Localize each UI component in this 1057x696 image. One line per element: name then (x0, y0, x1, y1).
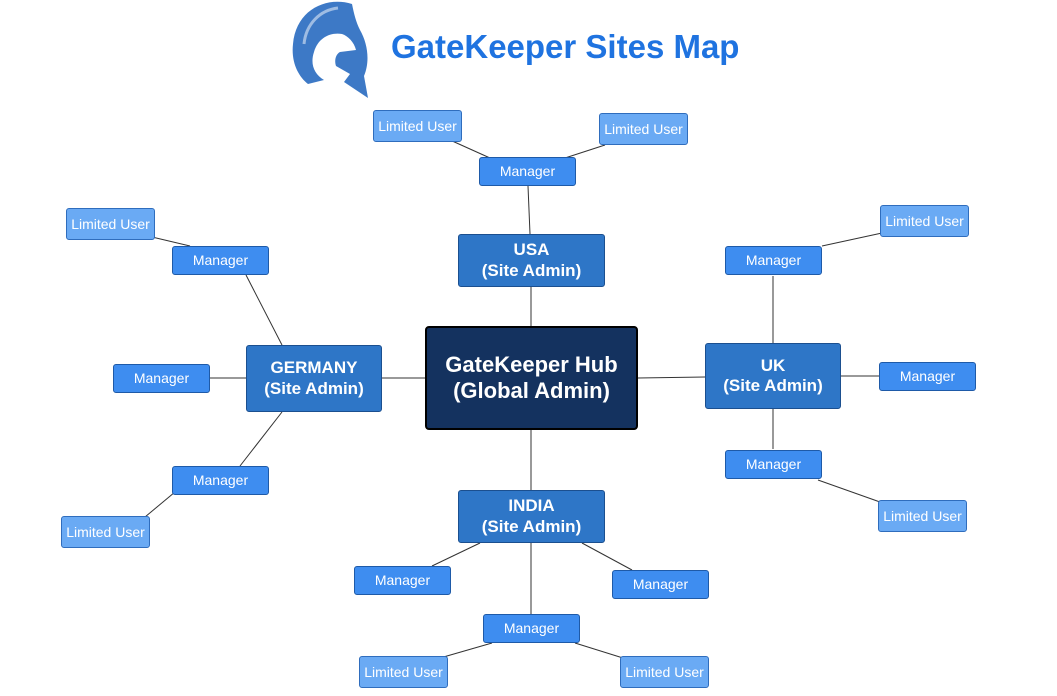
limited-user-node-germany-3[interactable]: Limited User (61, 516, 150, 548)
link-germany-manager3-lu (144, 491, 176, 518)
limited-user-node-uk-3[interactable]: Limited User (878, 500, 967, 532)
manager-node-usa[interactable]: Manager (479, 157, 576, 186)
link-uk-manager3-lu (817, 479, 881, 503)
manager-node-uk-1[interactable]: Manager (725, 246, 822, 275)
site-node-india[interactable]: INDIA (Site Admin) (458, 490, 605, 543)
link-usa-manager-lu1 (449, 139, 491, 159)
link-india-manager2 (581, 542, 633, 571)
site-name: GERMANY (270, 358, 358, 378)
site-role: (Site Admin) (264, 378, 364, 398)
limited-user-node-usa-2[interactable]: Limited User (599, 113, 688, 145)
manager-node-india-2[interactable]: Manager (612, 570, 709, 599)
manager-node-germany-3[interactable]: Manager (172, 466, 269, 495)
link-india-manager3-lu2 (574, 642, 624, 659)
link-usa-manager-lu2 (564, 144, 606, 159)
link-usa-manager (527, 185, 531, 235)
site-role: (Site Admin) (481, 260, 582, 280)
site-name: UK (760, 355, 786, 375)
link-india-manager3-lu1 (439, 642, 493, 659)
link-uk-manager1-lu (821, 232, 883, 247)
manager-node-india-3[interactable]: Manager (483, 614, 580, 643)
link-germany-manager1 (245, 274, 283, 346)
site-node-usa[interactable]: USA (Site Admin) (458, 234, 605, 287)
site-name: USA (513, 240, 550, 260)
site-role: (Site Admin) (723, 376, 823, 395)
manager-node-uk-2[interactable]: Manager (879, 362, 976, 391)
hub-title: GateKeeper Hub (445, 351, 618, 377)
manager-node-uk-3[interactable]: Manager (725, 450, 822, 479)
link-hub-uk (637, 376, 706, 379)
hub-node[interactable]: GateKeeper Hub (Global Admin) (425, 326, 638, 430)
limited-user-node-usa-1[interactable]: Limited User (373, 110, 462, 142)
site-role: (Site Admin) (481, 516, 582, 536)
site-node-uk[interactable]: UK (Site Admin) (705, 343, 841, 409)
manager-node-germany-2[interactable]: Manager (113, 364, 210, 393)
spartan-helmet-icon (292, 1, 368, 99)
limited-user-node-india-1[interactable]: Limited User (359, 656, 448, 688)
hub-subtitle: (Global Admin) (453, 378, 610, 403)
manager-node-germany-1[interactable]: Manager (172, 246, 269, 275)
link-germany-manager3 (239, 411, 283, 467)
manager-node-india-1[interactable]: Manager (354, 566, 451, 595)
limited-user-node-uk-1[interactable]: Limited User (880, 205, 969, 237)
page-title: GateKeeper Sites Map (391, 28, 740, 65)
site-node-germany[interactable]: GERMANY (Site Admin) (246, 345, 382, 412)
limited-user-node-germany-1[interactable]: Limited User (66, 208, 155, 240)
limited-user-node-india-2[interactable]: Limited User (620, 656, 709, 688)
link-germany-manager1-lu (151, 236, 191, 247)
link-india-manager1 (431, 542, 481, 567)
site-name: INDIA (508, 496, 555, 516)
